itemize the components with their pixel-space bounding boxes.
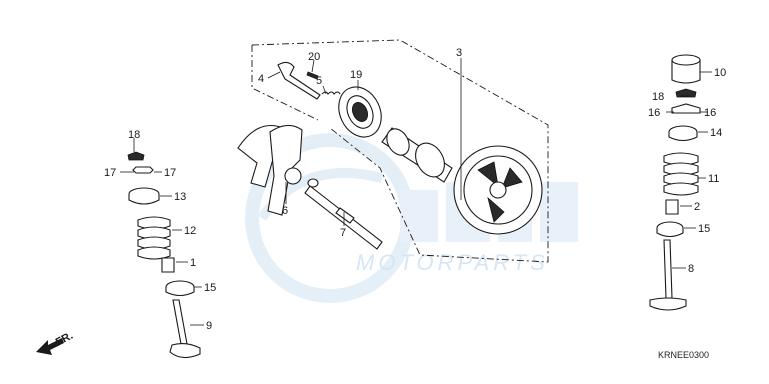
retainer-icon-left — [132, 166, 154, 174]
valve-8-icon — [649, 239, 687, 311]
callout-17-left-a: 17 — [104, 167, 116, 179]
callout-20: 20 — [308, 51, 320, 63]
front-direction-marker: FR. — [36, 330, 75, 355]
stem-seal-1-icon — [161, 257, 175, 273]
diagram-code: KRNEE0300 — [658, 350, 709, 360]
callout-10: 10 — [714, 67, 726, 79]
callout-15-left: 15 — [204, 282, 216, 294]
stem-seal-2-icon — [665, 199, 679, 215]
callout-19: 19 — [350, 69, 362, 81]
shim-18-icon — [675, 88, 697, 98]
callout-15-right: 15 — [698, 223, 710, 235]
callout-16-right-b: 16 — [704, 107, 716, 119]
callout-12: 12 — [184, 225, 196, 237]
watermark-text: MOTORPARTS — [356, 250, 549, 275]
callout-17-left-b: 17 — [164, 167, 176, 179]
callout-8: 8 — [688, 263, 694, 275]
callout-13: 13 — [174, 191, 186, 203]
cotter-16-icon — [671, 103, 701, 114]
camshaft-assembly-outline — [251, 39, 549, 263]
callout-1: 1 — [190, 257, 196, 269]
pin-20-icon — [306, 71, 319, 80]
watermark-logo — [245, 133, 578, 303]
leader-lines — [120, 58, 712, 326]
callout-labels: 18 17 17 13 12 1 15 9 4 20 5 19 3 6 7 10… — [104, 47, 726, 332]
valve-spring-12-icon — [137, 216, 171, 260]
spring-5-icon — [321, 91, 341, 95]
right-valve-stack — [649, 54, 701, 311]
left-valve-stack — [127, 151, 201, 359]
rocker-shaft-7-icon — [304, 178, 383, 250]
cotter-icon-left — [127, 151, 145, 161]
front-label: FR. — [54, 330, 75, 349]
callout-11: 11 — [708, 173, 719, 185]
callout-5: 5 — [316, 75, 322, 87]
callout-18-right: 18 — [652, 91, 664, 103]
callout-6: 6 — [282, 205, 288, 217]
valve-9-icon — [169, 299, 201, 359]
callout-2: 2 — [694, 201, 700, 213]
arrow-front-icon — [36, 338, 64, 355]
callout-14: 14 — [710, 127, 722, 139]
callout-16-right-a: 16 — [648, 107, 660, 119]
callout-7: 7 — [340, 227, 346, 239]
valve-spring-11-icon — [663, 152, 699, 196]
decomp-lever-4-icon — [277, 61, 321, 100]
camshaft-3-icon — [381, 127, 543, 235]
bearing-19-icon — [338, 86, 382, 138]
rocker-arm-6-icon — [237, 124, 303, 216]
callout-3: 3 — [456, 47, 462, 59]
callout-18-left: 18 — [128, 129, 140, 141]
callout-9: 9 — [206, 320, 212, 332]
callout-4: 4 — [258, 73, 264, 85]
